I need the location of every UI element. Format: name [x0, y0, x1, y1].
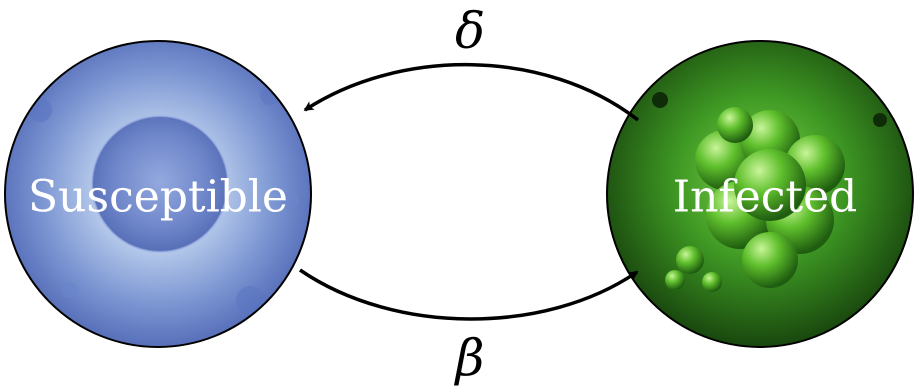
recovery-rate-label: δ: [455, 2, 485, 60]
infected-node: Infected: [607, 41, 913, 347]
recovery-arrow: [305, 65, 638, 120]
susceptible-node: Susceptible: [5, 41, 311, 347]
infection-rate-label: β: [454, 329, 485, 387]
susceptible-label: Susceptible: [28, 172, 288, 223]
infected-label: Infected: [673, 172, 858, 223]
infection-arrow: [300, 270, 637, 319]
